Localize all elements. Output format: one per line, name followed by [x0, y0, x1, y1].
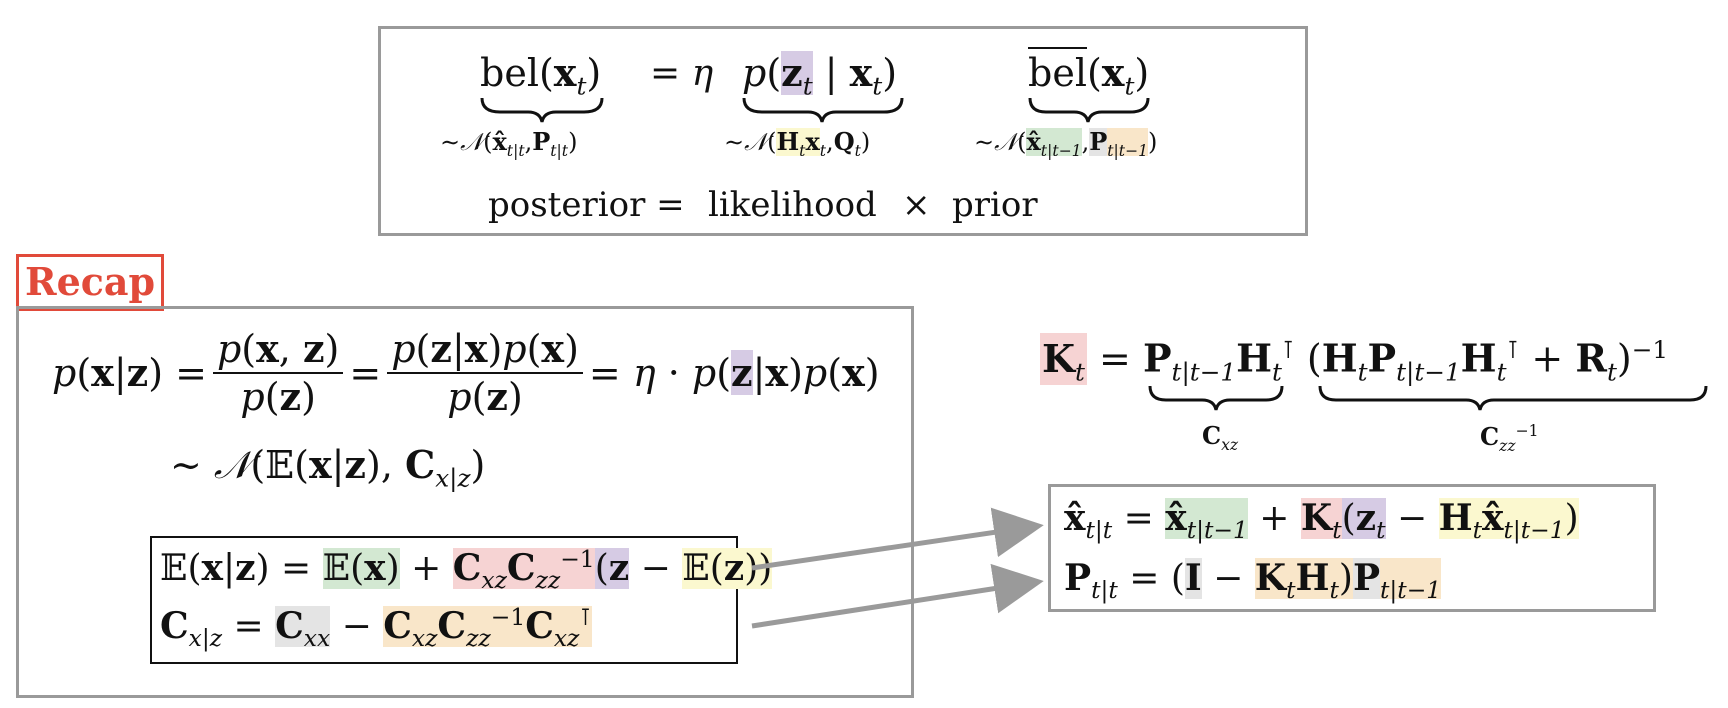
- conditional-formula-box: [150, 536, 738, 664]
- brace-cxz: [1148, 385, 1284, 411]
- prior-bel-term: bel(xt): [1028, 47, 1149, 99]
- kalman-gain-equation: Kt = Pt|t−1Ht⊺ (HtPt|t−1Ht⊺ + Rt)−1: [1040, 332, 1668, 385]
- conditional-bayes-equation: p(x|z) = p(x, z)p(z) = p(z|x)p(x)p(z) = …: [52, 326, 880, 419]
- kalman-update-box: [1048, 484, 1656, 612]
- word-prior: prior: [952, 185, 1038, 225]
- cov-update-equation: Pt|t = (I − KtHt)Pt|t−1: [1064, 557, 1442, 605]
- conditional-gaussian: ∼ 𝒩(𝔼(x|z), Cx|z): [170, 442, 486, 493]
- recap-label: Recap: [16, 254, 165, 311]
- posterior-distribution: ∼𝒩(x̂t|t,Pt|t): [440, 127, 578, 160]
- conditional-cov-equation: Cx|z = Cxx − CxzCzz−1Cxz⊺: [160, 603, 592, 653]
- likelihood-distribution: ∼𝒩(Htxt,Qt): [724, 127, 871, 160]
- cxz-label: Cxz: [1202, 421, 1239, 454]
- prior-distribution: ∼𝒩(x̂t|t−1,Pt|t−1): [974, 127, 1158, 160]
- equals-eta: = η: [650, 53, 714, 94]
- bayes-rule-box: [378, 26, 1308, 236]
- czz-inv-label: Czz−1: [1480, 422, 1539, 455]
- recap-box: [16, 306, 914, 698]
- word-likelihood: likelihood: [708, 185, 877, 225]
- state-update-equation: x̂t|t = x̂t|t−1 + Kt(zt − Htx̂t|t−1): [1064, 497, 1579, 545]
- posterior-bel-term: bel(xt): [480, 50, 602, 101]
- brace-czz-inv: [1318, 385, 1708, 411]
- likelihood-term: p(zt | xt): [742, 50, 898, 101]
- word-posterior: posterior =: [488, 185, 685, 225]
- conditional-mean-equation: 𝔼(x|z) = 𝔼(x) + CxzCzz−1(z − 𝔼(z)): [160, 545, 773, 595]
- word-times: ×: [902, 185, 931, 225]
